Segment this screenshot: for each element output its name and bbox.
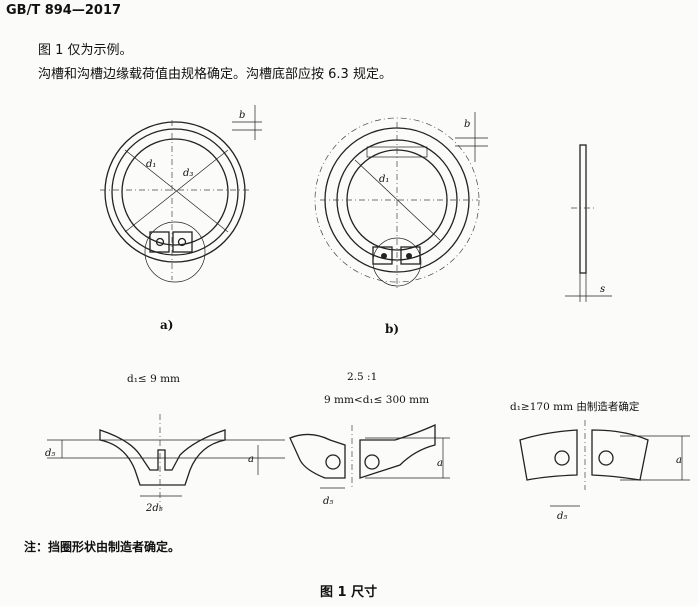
ring-side-view bbox=[565, 144, 612, 302]
dim-d3: d₃ bbox=[183, 168, 193, 179]
dim-d1-a: d₁ bbox=[146, 159, 156, 170]
dim-s: s bbox=[600, 284, 605, 295]
caption-b: b) bbox=[385, 322, 400, 336]
caption-a: a) bbox=[160, 318, 174, 332]
footnote: 注：挡圈形状由制造者确定。 bbox=[24, 540, 181, 554]
dim-d1-b: d₁ bbox=[379, 174, 389, 185]
lug-detail-1 bbox=[47, 414, 285, 510]
figure-title: 图 1 尺寸 bbox=[320, 585, 378, 600]
dim-d5-3: d₅ bbox=[557, 511, 567, 522]
detail-3-label: d₁≥170 mm 由制造者确定 bbox=[510, 401, 640, 413]
dim-b-a: b bbox=[239, 110, 245, 121]
dim-b-b: b bbox=[464, 119, 470, 130]
dim-d5-2: d₅ bbox=[323, 496, 333, 507]
scale-label: 2.5 :1 bbox=[347, 371, 378, 383]
dim-a-3: a bbox=[676, 455, 682, 466]
standard-number: GB/T 894—2017 bbox=[6, 3, 122, 18]
dim-a-2: a bbox=[437, 458, 443, 469]
detail-2-label: 9 mm<d₁≤ 300 mm bbox=[324, 394, 430, 406]
lug-detail-3 bbox=[519, 420, 690, 507]
note-line-1: 图 1 仅为示例。 bbox=[38, 43, 133, 58]
lug-detail-2 bbox=[289, 423, 450, 490]
note-line-2: 沟槽和沟槽边缘载荷值由规格确定。沟槽底部应按 6.3 规定。 bbox=[38, 67, 392, 82]
dim-2d5: 2d₅ bbox=[145, 503, 163, 514]
ring-drawing-b bbox=[314, 112, 488, 290]
dim-d5-1: d₅ bbox=[45, 448, 55, 459]
ring-drawing-a bbox=[100, 105, 262, 283]
dim-a-1: a bbox=[248, 454, 254, 465]
detail-1-label: d₁≤ 9 mm bbox=[127, 373, 180, 385]
